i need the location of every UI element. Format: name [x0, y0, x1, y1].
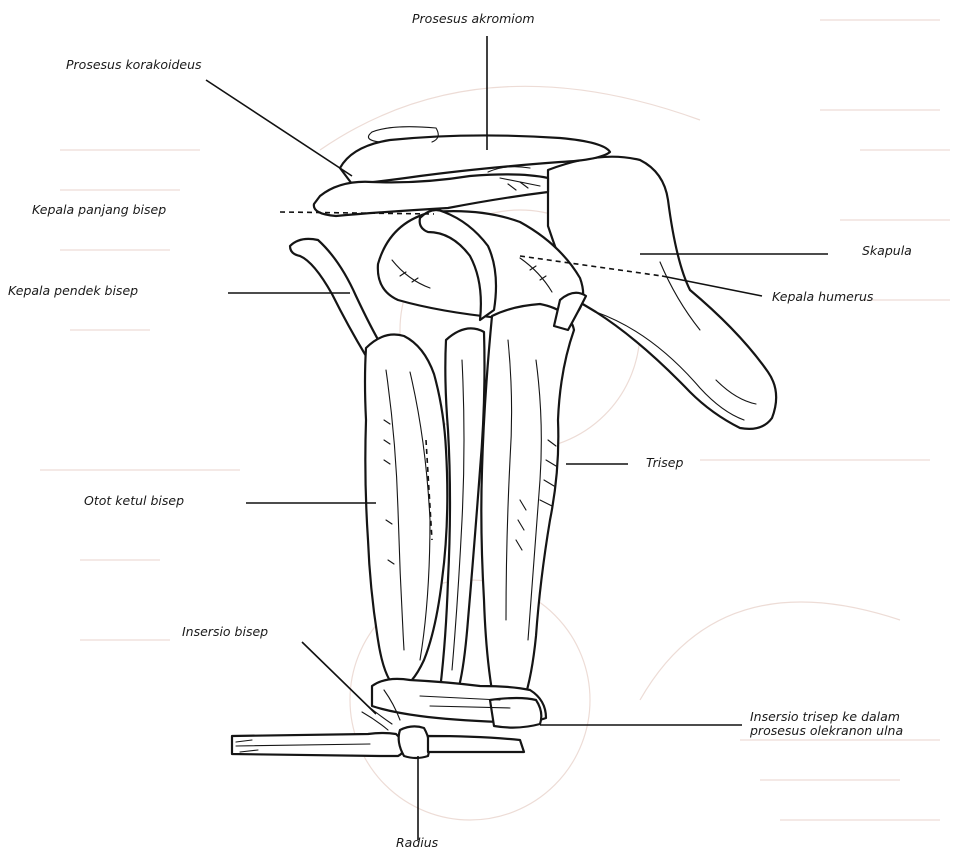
label-skapula: Skapula — [862, 244, 912, 258]
radius-head-shape — [399, 726, 430, 758]
forearm-ulna-shaft-shape — [428, 736, 524, 752]
label-kepala-pendek-bisep: Kepala pendek bisep — [8, 284, 138, 298]
label-insersio-trisep: Insersio trisep ke dalam prosesus olekra… — [750, 710, 903, 739]
label-kepala-humerus: Kepala humerus — [772, 290, 873, 304]
label-kepala-panjang-bisep: Kepala panjang bisep — [32, 203, 166, 217]
label-prosesus-akromiom: Prosesus akromiom — [412, 12, 535, 26]
biceps-belly-shape — [365, 335, 447, 691]
label-otot-ketul-bisep: Otot ketul bisep — [84, 494, 184, 508]
label-insersio-bisep: Insersio bisep — [182, 625, 268, 639]
triceps-muscle-shape — [481, 304, 574, 702]
ulna-olecranon-shape — [490, 698, 541, 728]
label-trisep: Trisep — [646, 456, 683, 470]
label-radius: Radius — [396, 836, 438, 850]
leader-line-korakoideus — [206, 80, 352, 176]
biceps-short-head-shape — [290, 239, 384, 356]
leader-line-insersio-bisep — [302, 642, 376, 714]
label-prosesus-korakoideus: Prosesus korakoideus — [66, 58, 202, 72]
